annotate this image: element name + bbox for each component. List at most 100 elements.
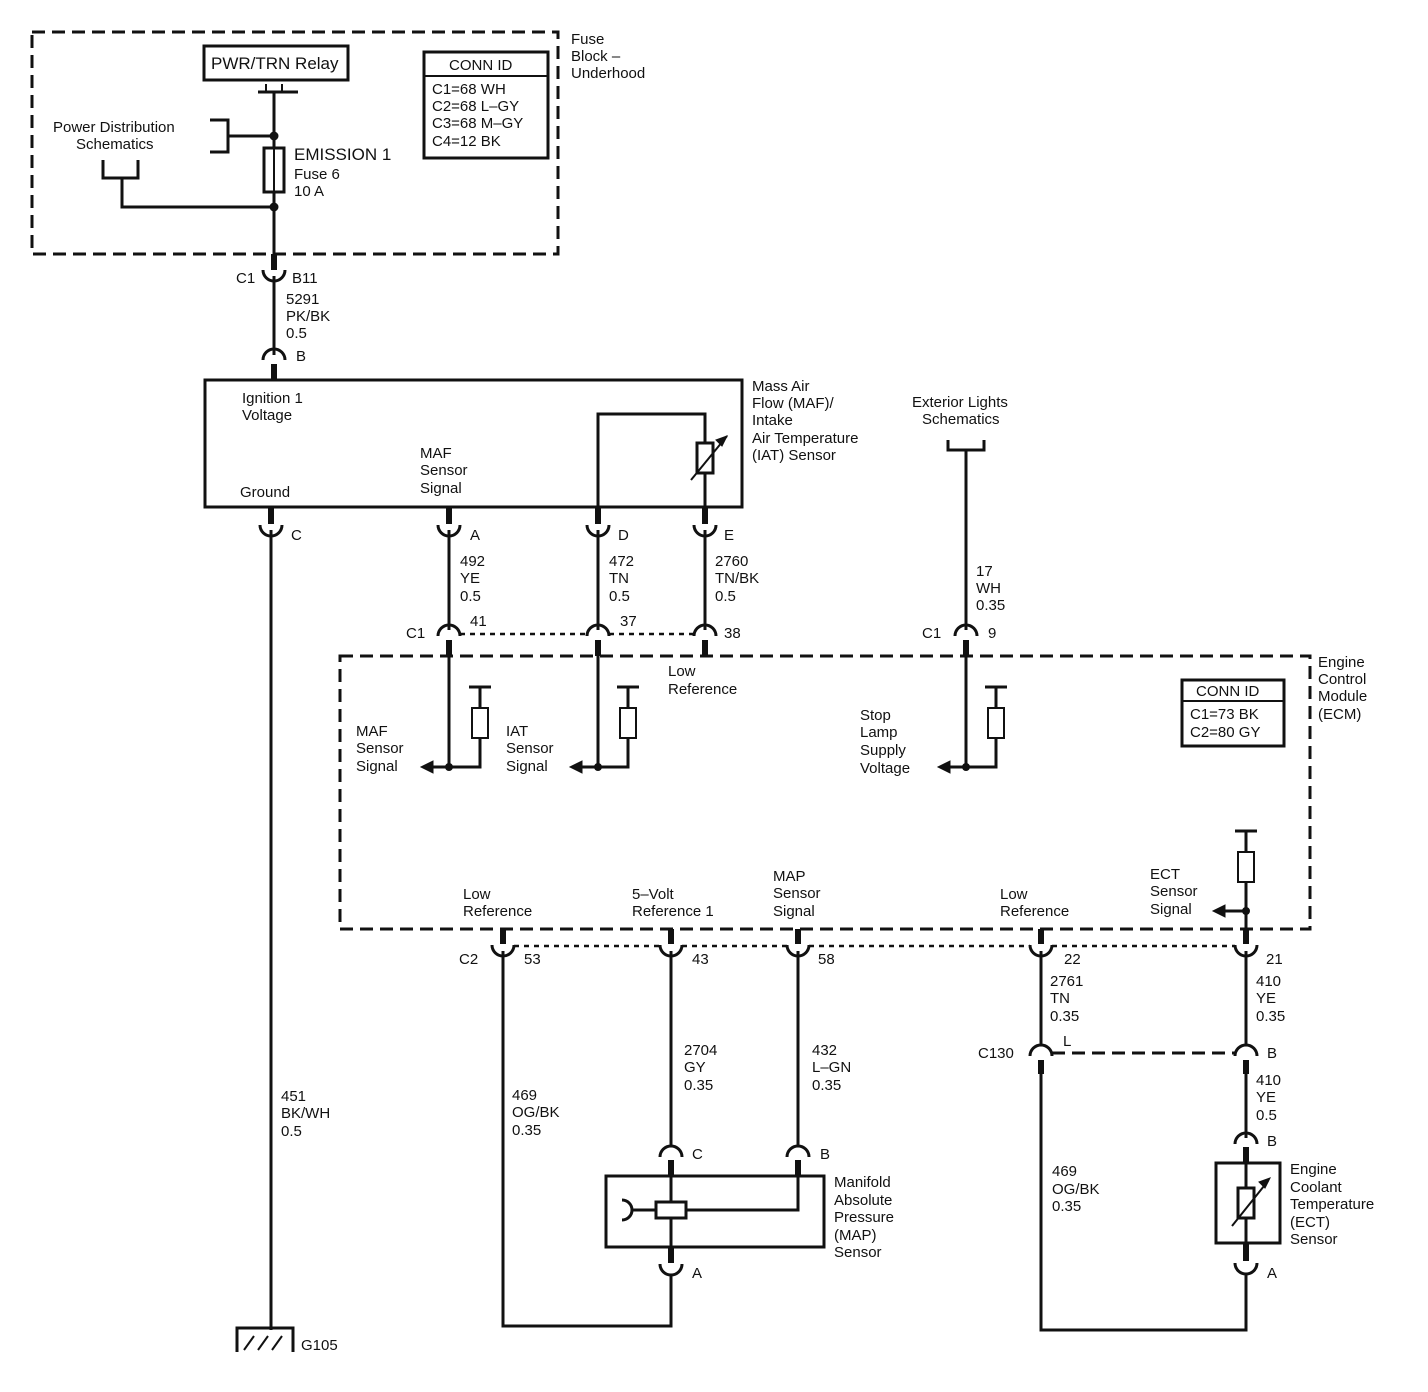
ecm-title-1: Engine (1318, 654, 1365, 671)
map-pin-c: C (692, 1146, 703, 1163)
ignition-voltage-label-2: Voltage (242, 407, 292, 424)
relay-label: PWR/TRN Relay (211, 54, 339, 73)
fuse-number: Fuse 6 (294, 166, 340, 183)
wire-469-map-color: OG/BK (512, 1104, 560, 1121)
ecm-c1-pin-37: 37 (620, 613, 637, 630)
fuse-block: Fuse Block – Underhood PWR/TRN Relay CON… (30, 30, 645, 270)
ecm-maf-signal-2: Sensor (356, 740, 404, 757)
maf-title-5: (IAT) Sensor (752, 447, 836, 464)
ecm-ect-signal-c: Signal (1150, 901, 1192, 918)
wire-472-gauge: 0.5 (609, 588, 630, 605)
wire-410b-gauge: 0.5 (1256, 1107, 1277, 1124)
wire-2704-gauge: 0.35 (684, 1077, 713, 1094)
ect-title-5: Sensor (1290, 1231, 1338, 1248)
wire-17-gauge: 0.35 (976, 597, 1005, 614)
map-pin-b: B (820, 1146, 830, 1163)
ecm-c1-connector: C1 41 37 38 C1 9 (406, 613, 996, 656)
ecm-stop-lamp-2: Lamp (860, 724, 898, 741)
ecm-stop-lamp-4: Voltage (860, 760, 910, 777)
ground-point-label: G105 (301, 1337, 338, 1354)
relay-terminal (258, 90, 298, 98)
ecm-conn-id-row: C2=80 GY (1190, 724, 1260, 741)
ecm-ect-signal-a: ECT (1150, 866, 1180, 883)
wire-451-color: BK/WH (281, 1105, 330, 1122)
wire-432-number: 432 (812, 1042, 837, 1059)
fuse-block-title-2: Block – (571, 48, 621, 65)
wire-469-ect-color: OG/BK (1052, 1181, 1100, 1198)
wire-17-color: WH (976, 580, 1001, 597)
ecm-title-2: Control (1318, 671, 1366, 688)
ecm-map-signal-b: Sensor (773, 885, 821, 902)
wire-410-color: YE (1256, 990, 1276, 1007)
wire-2704-number: 2704 (684, 1042, 717, 1059)
ecm-map-signal-a: MAP (773, 868, 806, 885)
maf-title-2: Flow (MAF)/ (752, 395, 834, 412)
ecm-c2-pin-53: 53 (524, 951, 541, 968)
wire-451-number: 451 (281, 1088, 306, 1105)
ecm-c1-pin-41: 41 (470, 613, 487, 630)
maf-terminals: C A D E (258, 507, 734, 544)
fuse-rating: 10 A (294, 183, 324, 200)
c130-label: C130 (978, 1045, 1014, 1062)
wire-472-color: TN (609, 570, 629, 587)
maf-signal-label-2: Sensor (420, 462, 468, 479)
exterior-lights: Exterior Lights Schematics 17 WH 0.35 (912, 394, 1008, 630)
ecm-low-ref-2-a: Low (1000, 886, 1028, 903)
maf-pin-e: E (724, 527, 734, 544)
ect-pin-a: A (1267, 1265, 1277, 1282)
wire-469-map-gauge: 0.35 (512, 1122, 541, 1139)
fuse-conn-id-box (422, 50, 550, 160)
maf-title-1: Mass Air (752, 378, 810, 395)
wire-469-map-number: 469 (512, 1087, 537, 1104)
connector-c1-label: C1 (236, 270, 255, 287)
ecm: Engine Control Module (ECM) CONN ID C1=7… (338, 654, 1367, 931)
exterior-lights-label-1: Exterior Lights (912, 394, 1008, 411)
maf-pin-b: B (296, 348, 306, 365)
iat-thermistor (695, 441, 715, 475)
wire-17-number: 17 (976, 563, 993, 580)
fuse-conn-id-row: C1=68 WH (432, 81, 506, 98)
wire-5291-gauge: 0.5 (286, 325, 307, 342)
maf-sensor-box (203, 378, 744, 509)
fuse-name: EMISSION 1 (294, 145, 391, 164)
ecm-5v-ref-a: 5–Volt (632, 886, 675, 903)
wire-469-ect-gauge: 0.35 (1052, 1198, 1081, 1215)
wire-492-gauge: 0.5 (460, 588, 481, 605)
power-distribution-label-2: Schematics (76, 136, 154, 153)
fuse-block-outline (30, 30, 560, 256)
ecm-iat-signal-3: Signal (506, 758, 548, 775)
ect-title-4: (ECT) (1290, 1214, 1330, 1231)
ecm-iat-signal-1: IAT (506, 723, 528, 740)
ground-label: Ground (240, 484, 290, 501)
wire-2761-color: TN (1050, 990, 1070, 1007)
low-reference-top-1: Low (668, 663, 696, 680)
ground-symbol (235, 1326, 295, 1352)
fuse-conn-id-title: CONN ID (449, 57, 513, 74)
wire-492-color: YE (460, 570, 480, 587)
ecm-map-signal-c: Signal (773, 903, 815, 920)
wire-469-ect-number: 469 (1052, 1163, 1077, 1180)
maf-wires: 492 YE 0.5 472 TN 0.5 2760 TN/BK 0.5 (447, 530, 759, 630)
wire-2761-number: 2761 (1050, 973, 1083, 990)
c130-pin-b: B (1267, 1045, 1277, 1062)
wire-2761-gauge: 0.35 (1050, 1008, 1079, 1025)
ecm-c1-stop-label: C1 (922, 625, 941, 642)
fuse-block-title-1: Fuse (571, 31, 604, 48)
power-distribution-bracket-left (101, 160, 140, 180)
ect-thermistor (1236, 1186, 1256, 1220)
wire-492-number: 492 (460, 553, 485, 570)
maf-title-4: Air Temperature (752, 430, 858, 447)
wire-5291-number: 5291 (286, 291, 319, 308)
ecm-maf-signal-1: MAF (356, 723, 388, 740)
ecm-maf-signal-3: Signal (356, 758, 398, 775)
ecm-title-3: Module (1318, 688, 1367, 705)
map-title-4: (MAP) (834, 1227, 877, 1244)
ecm-low-ref-1-b: Reference (463, 903, 532, 920)
ecm-title-4: (ECM) (1318, 706, 1361, 723)
ecm-c2-pin-43: 43 (692, 951, 709, 968)
maf-title-3: Intake (752, 412, 793, 429)
ecm-c2-connector: C2 53 43 58 22 21 (459, 929, 1283, 968)
low-reference-top-2: Reference (668, 681, 737, 698)
ecm-c2-label: C2 (459, 951, 478, 968)
